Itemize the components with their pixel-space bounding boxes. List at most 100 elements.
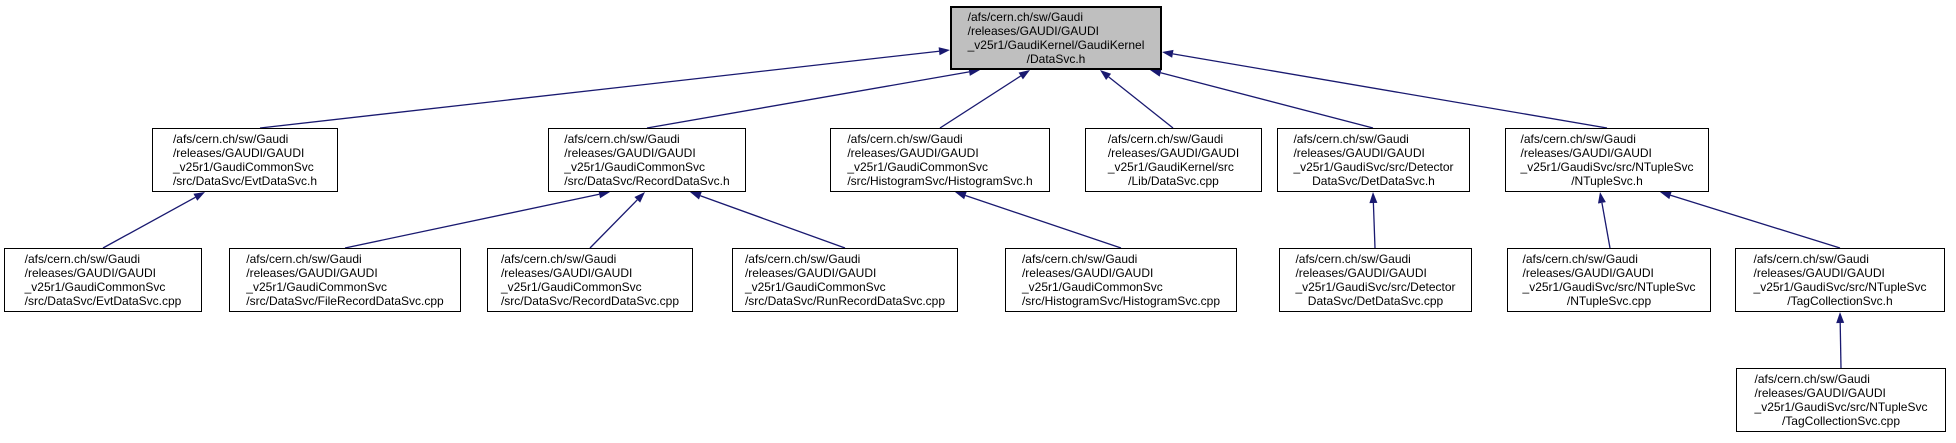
arrowhead-icon [1836, 312, 1845, 324]
node-label-line: /src/DataSvc/EvtDataSvc.h [172, 174, 318, 188]
node-label: /afs/cern.ch/sw/Gaudi/releases/GAUDI/GAU… [246, 252, 443, 308]
node-label-line: _v25r1/GaudiCommonSvc [500, 280, 642, 294]
graph-node-detdatasvc-h[interactable]: /afs/cern.ch/sw/Gaudi/releases/GAUDI/GAU… [1277, 128, 1470, 192]
arrowhead-icon [1369, 192, 1378, 204]
graph-node-detdatasvc-cpp[interactable]: /afs/cern.ch/sw/Gaudi/releases/GAUDI/GAU… [1279, 248, 1472, 312]
graph-node-filerecorddatasvc-cpp[interactable]: /afs/cern.ch/sw/Gaudi/releases/GAUDI/GAU… [229, 248, 461, 312]
graph-node-recorddatasvc-cpp[interactable]: /afs/cern.ch/sw/Gaudi/releases/GAUDI/GAU… [487, 248, 693, 312]
graph-node-tagcollectionsvc-h[interactable]: /afs/cern.ch/sw/Gaudi/releases/GAUDI/GAU… [1735, 248, 1945, 312]
graph-node-datasvc-cpp[interactable]: /afs/cern.ch/sw/Gaudi/releases/GAUDI/GAU… [1085, 128, 1262, 192]
node-label-line: /afs/cern.ch/sw/Gaudi [246, 252, 362, 266]
node-label-line: /afs/cern.ch/sw/Gaudi [564, 132, 680, 146]
node-label: /afs/cern.ch/sw/Gaudi/releases/GAUDI/GAU… [564, 132, 729, 188]
node-label-line: /afs/cern.ch/sw/Gaudi [500, 252, 617, 266]
graph-node-ntuplesvc-h[interactable]: /afs/cern.ch/sw/Gaudi/releases/GAUDI/GAU… [1505, 128, 1709, 192]
node-label-line: /afs/cern.ch/sw/Gaudi [1293, 132, 1409, 146]
node-label-line: /releases/GAUDI/GAUDI [1295, 266, 1427, 280]
node-label-line: _v25r1/GaudiCommonSvc [564, 160, 706, 174]
graph-node-tagcollectionsvc-cpp[interactable]: /afs/cern.ch/sw/Gaudi/releases/GAUDI/GAU… [1736, 368, 1946, 432]
graph-node-ntuplesvc-cpp[interactable]: /afs/cern.ch/sw/Gaudi/releases/GAUDI/GAU… [1507, 248, 1711, 312]
node-label-line: /releases/GAUDI/GAUDI [500, 266, 633, 280]
node-label-line: /releases/GAUDI/GAUDI [1522, 266, 1654, 280]
node-label: /afs/cern.ch/sw/Gaudi/releases/GAUDI/GAU… [1521, 132, 1694, 188]
arrowhead-icon [1162, 49, 1174, 58]
node-label-line: /releases/GAUDI/GAUDI [1753, 266, 1885, 280]
graph-node-recorddatasvc-h[interactable]: /afs/cern.ch/sw/Gaudi/releases/GAUDI/GAU… [548, 128, 746, 192]
node-label: /afs/cern.ch/sw/Gaudi/releases/GAUDI/GAU… [1755, 372, 1928, 428]
arrowhead-icon [1100, 70, 1112, 80]
node-label-line: _v25r1/GaudiSvc/src/NTupleSvc [1520, 160, 1694, 174]
graph-node-runrecorddatasvc-cpp[interactable]: /afs/cern.ch/sw/Gaudi/releases/GAUDI/GAU… [732, 248, 958, 312]
node-label-line: /src/DataSvc/FileRecordDataSvc.cpp [246, 294, 444, 308]
node-label-line: /releases/GAUDI/GAUDI [1520, 146, 1652, 160]
node-label-line: /releases/GAUDI/GAUDI [564, 146, 696, 160]
arrowhead-icon [1150, 68, 1162, 77]
node-label-line: /NTupleSvc.h [1571, 174, 1643, 188]
node-label-line: /afs/cern.ch/sw/Gaudi [1021, 252, 1138, 266]
node-label-line: /src/DataSvc/RunRecordDataSvc.cpp [744, 294, 946, 308]
node-label-line: _v25r1/GaudiCommonSvc [246, 280, 388, 294]
node-label-line: _v25r1/GaudiSvc/src/Detector [1295, 280, 1456, 294]
node-label-line: /releases/GAUDI/GAUDI [847, 146, 979, 160]
node-label-line: /afs/cern.ch/sw/Gaudi [1107, 132, 1224, 146]
node-label-line: /src/DataSvc/EvtDataSvc.cpp [24, 294, 182, 308]
edge-datasvc-cpp-to-datasvc-h [1108, 76, 1174, 129]
edge-ntuplesvc-h-to-datasvc-h [1172, 53, 1608, 129]
node-label: /afs/cern.ch/sw/Gaudi/releases/GAUDI/GAU… [1022, 252, 1220, 308]
node-label-line: /TagCollectionSvc.cpp [1781, 414, 1901, 428]
node-label: /afs/cern.ch/sw/Gaudi/releases/GAUDI/GAU… [968, 10, 1145, 66]
node-label-line: /releases/GAUDI/GAUDI [1754, 386, 1886, 400]
node-label-line: /releases/GAUDI/GAUDI [24, 266, 156, 280]
node-label-line: DataSvc/DetDataSvc.h [1312, 174, 1435, 188]
node-label-line: /src/DataSvc/RecordDataSvc.h [564, 174, 730, 188]
graph-node-datasvc-h: /afs/cern.ch/sw/Gaudi/releases/GAUDI/GAU… [950, 6, 1162, 70]
edge-histogramsvc-cpp-to-histogramsvc-h [965, 194, 1122, 249]
node-label-line: /afs/cern.ch/sw/Gaudi [967, 10, 1083, 24]
node-label-line: _v25r1/GaudiCommonSvc [172, 160, 314, 174]
node-label-line: /afs/cern.ch/sw/Gaudi [1753, 252, 1869, 266]
node-label-line: /releases/GAUDI/GAUDI [1021, 266, 1154, 280]
node-label: /afs/cern.ch/sw/Gaudi/releases/GAUDI/GAU… [1108, 132, 1239, 188]
arrowhead-icon [1018, 70, 1030, 80]
node-label-line: /src/HistogramSvc/HistogramSvc.cpp [1021, 294, 1221, 308]
node-label: /afs/cern.ch/sw/Gaudi/releases/GAUDI/GAU… [1295, 252, 1455, 308]
node-label-line: /afs/cern.ch/sw/Gaudi [1295, 252, 1411, 266]
graph-node-evtdatasvc-cpp[interactable]: /afs/cern.ch/sw/Gaudi/releases/GAUDI/GAU… [4, 248, 202, 312]
edge-tagcollectionsvc-h-to-ntuplesvc-h [1670, 194, 1841, 249]
arrowhead-icon [938, 47, 950, 56]
node-label-line: _v25r1/GaudiKernel/src [1107, 160, 1234, 174]
edge-recorddatasvc-h-to-datasvc-h [646, 71, 970, 129]
edge-runrecorddatasvc-cpp-to-recorddatasvc-h [700, 195, 846, 249]
node-label-line: /releases/GAUDI/GAUDI [744, 266, 877, 280]
node-label-line: _v25r1/GaudiCommonSvc [24, 280, 166, 294]
node-label: /afs/cern.ch/sw/Gaudi/releases/GAUDI/GAU… [501, 252, 679, 308]
graph-node-evtdatasvc-h[interactable]: /afs/cern.ch/sw/Gaudi/releases/GAUDI/GAU… [152, 128, 338, 192]
node-label-line: /afs/cern.ch/sw/Gaudi [1520, 132, 1636, 146]
node-label-line: /afs/cern.ch/sw/Gaudi [1754, 372, 1870, 386]
node-label: /afs/cern.ch/sw/Gaudi/releases/GAUDI/GAU… [173, 132, 317, 188]
arrowhead-icon [634, 192, 645, 203]
edge-evtdatasvc-cpp-to-evtdatasvc-h [102, 196, 196, 249]
node-label-line: _v25r1/GaudiKernel/GaudiKernel [967, 38, 1145, 52]
arrowhead-icon [193, 192, 205, 201]
arrowhead-icon [955, 191, 967, 200]
arrowhead-icon [1597, 192, 1606, 204]
graph-node-histogramsvc-h[interactable]: /afs/cern.ch/sw/Gaudi/releases/GAUDI/GAU… [830, 128, 1050, 192]
node-label-line: /DataSvc.h [1026, 52, 1086, 66]
node-label-line: /NTupleSvc.cpp [1566, 294, 1652, 308]
node-label-line: /releases/GAUDI/GAUDI [1107, 146, 1240, 160]
node-label-line: /afs/cern.ch/sw/Gaudi [744, 252, 861, 266]
arrowhead-icon [1660, 191, 1672, 200]
node-label-line: _v25r1/GaudiSvc/src/Detector [1293, 160, 1454, 174]
node-label-line: /TagCollectionSvc.h [1787, 294, 1893, 308]
node-label-line: /afs/cern.ch/sw/Gaudi [1522, 252, 1638, 266]
edge-filerecorddatasvc-cpp-to-recorddatasvc-h [344, 193, 600, 249]
node-label: /afs/cern.ch/sw/Gaudi/releases/GAUDI/GAU… [1293, 132, 1453, 188]
node-label-line: /src/DataSvc/RecordDataSvc.cpp [500, 294, 680, 308]
graph-node-histogramsvc-cpp[interactable]: /afs/cern.ch/sw/Gaudi/releases/GAUDI/GAU… [1005, 248, 1237, 312]
node-label-line: _v25r1/GaudiCommonSvc [744, 280, 886, 294]
node-label-line: /afs/cern.ch/sw/Gaudi [24, 252, 141, 266]
node-label-line: _v25r1/GaudiSvc/src/NTupleSvc [1522, 280, 1696, 294]
node-label-line: /releases/GAUDI/GAUDI [967, 24, 1099, 38]
